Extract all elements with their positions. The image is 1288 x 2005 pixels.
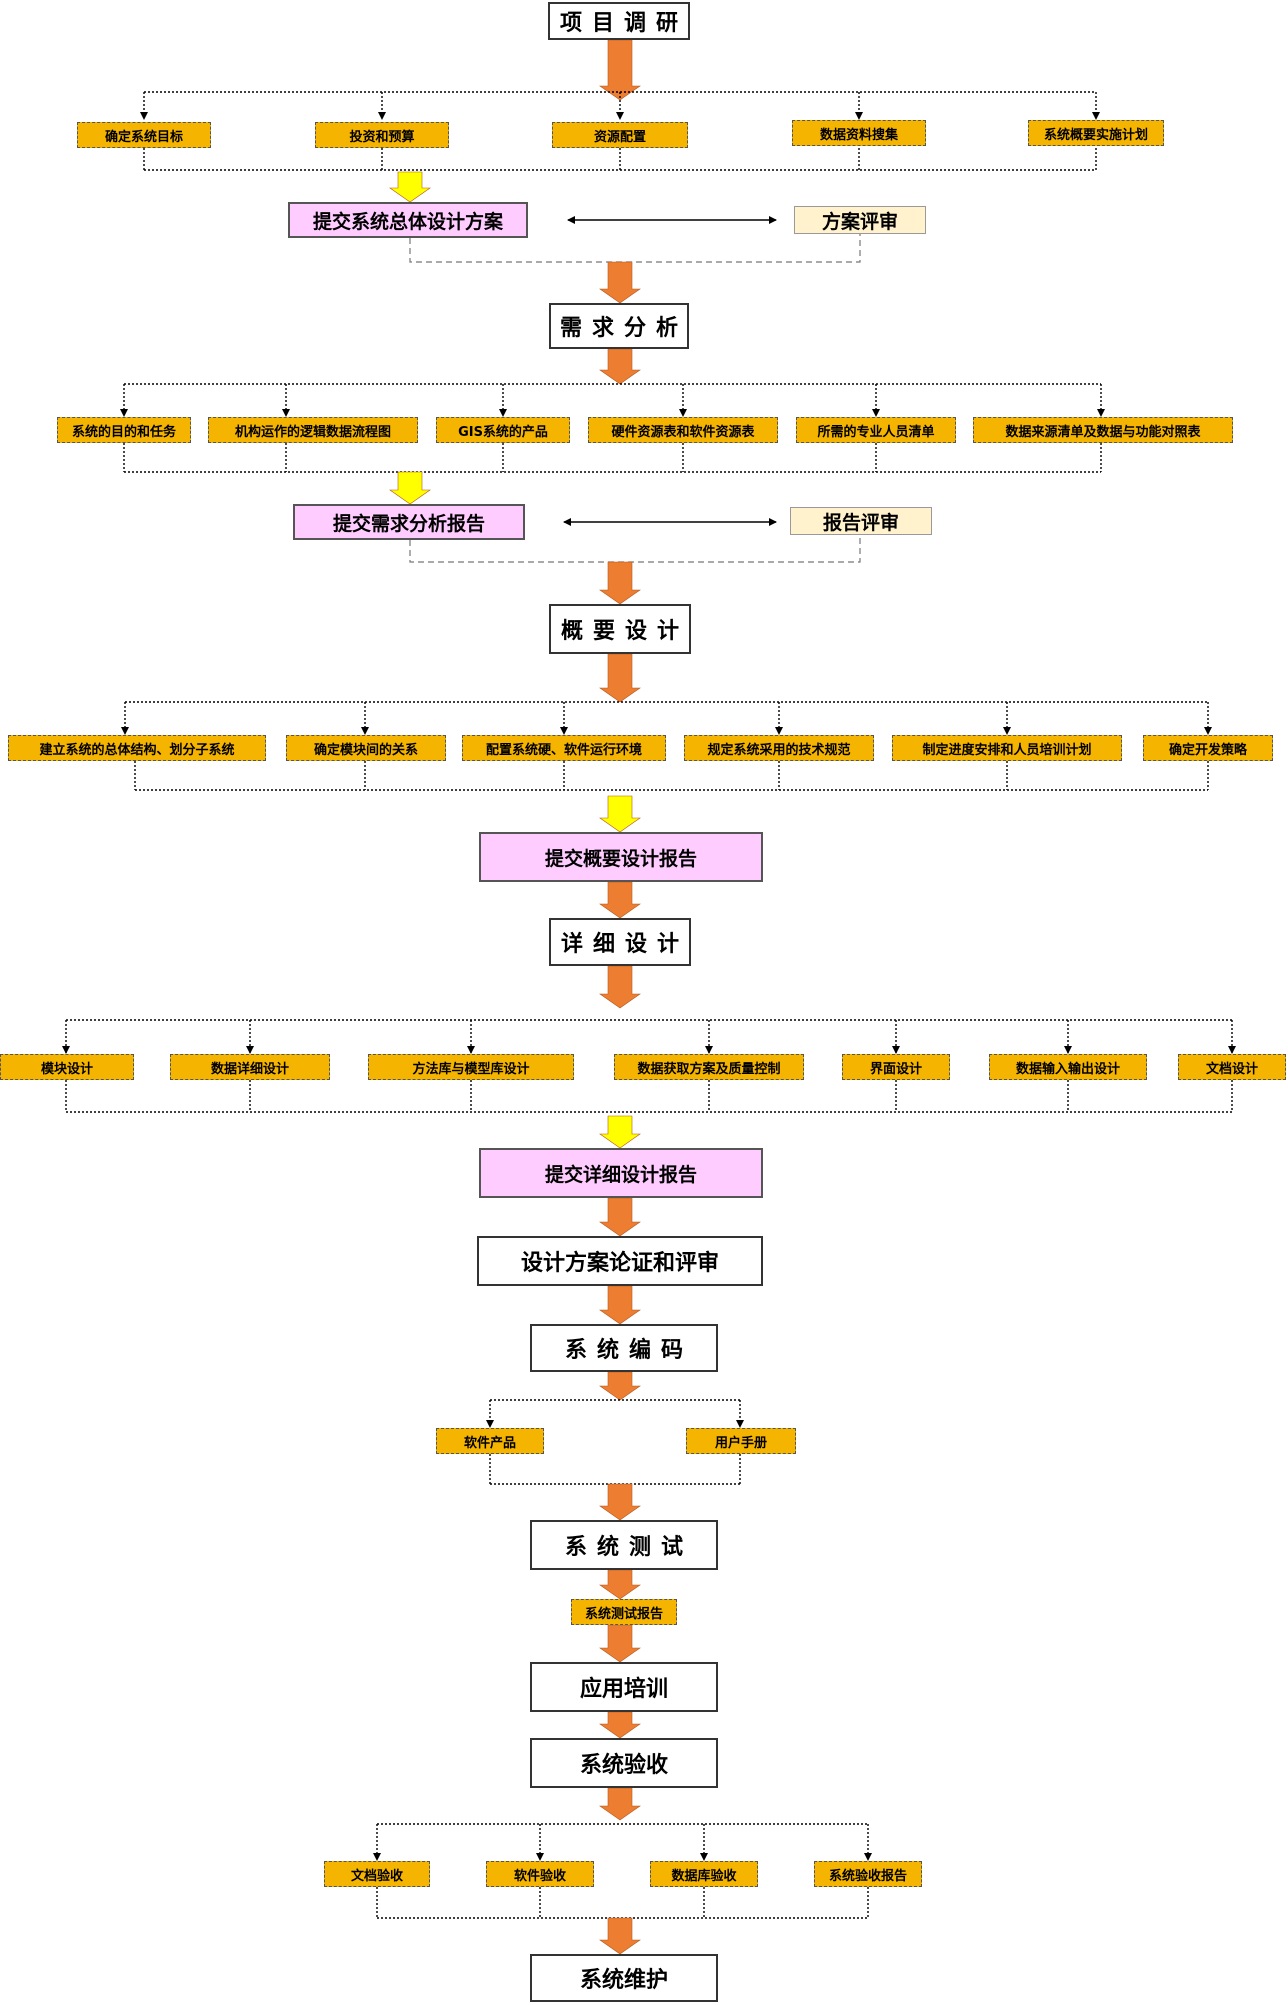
outline-item: 配置系统硬、软件运行环境	[462, 735, 666, 761]
acceptance-item: 软件验收	[486, 1861, 594, 1887]
submit-requirement-report: 提交需求分析报告	[293, 504, 525, 540]
acceptance-item: 系统验收报告	[814, 1861, 922, 1887]
report-review: 报告评审	[790, 507, 932, 535]
coding-item: 软件产品	[436, 1428, 544, 1454]
stage-outline-design: 概要设计	[549, 604, 691, 654]
outline-item: 确定开发策略	[1143, 735, 1273, 761]
main-arrow	[599, 653, 641, 703]
review-feedback	[409, 234, 861, 263]
submit-arrow	[599, 795, 641, 833]
main-arrow	[599, 348, 641, 385]
main-arrow	[599, 39, 641, 101]
stage-training: 应用培训	[530, 1662, 718, 1712]
submit-arrow	[389, 171, 431, 203]
main-arrow	[599, 881, 641, 919]
detailed-item: 数据详细设计	[170, 1054, 330, 1080]
submit-outline-report: 提交概要设计报告	[479, 832, 763, 882]
requirement-item: 系统的目的和任务	[57, 417, 191, 443]
detailed-item: 数据输入输出设计	[989, 1054, 1147, 1080]
main-arrow	[599, 561, 641, 605]
stage-testing: 系统测试	[530, 1520, 718, 1570]
test-report: 系统测试报告	[571, 1599, 677, 1625]
outline-item: 规定系统采用的技术规范	[684, 735, 874, 761]
requirement-item: 硬件资源表和软件资源表	[588, 417, 778, 443]
requirement-item: GIS系统的产品	[436, 417, 570, 443]
stage-detailed-design: 详细设计	[549, 918, 691, 966]
research-item: 资源配置	[552, 122, 688, 148]
acceptance-item: 数据库验收	[650, 1861, 758, 1887]
research-item: 数据资料搜集	[792, 120, 926, 146]
requirement-item: 所需的专业人员清单	[796, 417, 956, 443]
coding-item: 用户手册	[686, 1428, 796, 1454]
submit-arrow	[389, 471, 431, 505]
main-arrow	[599, 261, 641, 304]
outline-item: 建立系统的总体结构、划分子系统	[8, 735, 266, 761]
main-arrow	[599, 1569, 641, 1600]
detailed-item: 文档设计	[1178, 1054, 1286, 1080]
main-arrow	[599, 1787, 641, 1821]
detailed-item: 界面设计	[842, 1054, 950, 1080]
main-arrow	[599, 1197, 641, 1237]
main-arrow	[599, 1285, 641, 1325]
detailed-item: 数据获取方案及质量控制	[614, 1054, 804, 1080]
outline-item: 制定进度安排和人员培训计划	[892, 735, 1122, 761]
research-item: 系统概要实施计划	[1028, 120, 1164, 146]
outline-item: 确定模块间的关系	[286, 735, 446, 761]
detailed-item: 模块设计	[0, 1054, 134, 1080]
main-arrow	[599, 1917, 641, 1955]
submit-overall-plan: 提交系统总体设计方案	[288, 202, 528, 238]
requirement-item: 数据来源清单及数据与功能对照表	[973, 417, 1233, 443]
plan-review: 方案评审	[794, 206, 926, 234]
stage-design-review: 设计方案论证和评审	[477, 1236, 763, 1286]
stage-research: 项目调研	[548, 2, 690, 40]
stage-requirements: 需求分析	[549, 303, 689, 349]
stage-maintenance: 系统维护	[530, 1954, 718, 2002]
main-arrow	[599, 1711, 641, 1739]
submit-detailed-report: 提交详细设计报告	[479, 1148, 763, 1198]
main-arrow	[599, 1624, 641, 1663]
stage-acceptance: 系统验收	[530, 1738, 718, 1788]
acceptance-item: 文档验收	[324, 1861, 430, 1887]
review-feedback	[409, 535, 861, 563]
main-arrow	[599, 1483, 641, 1521]
main-arrow	[599, 965, 641, 1009]
requirement-item: 机构运作的逻辑数据流程图	[208, 417, 418, 443]
research-item: 投资和预算	[315, 122, 449, 148]
submit-arrow	[599, 1115, 641, 1149]
detailed-item: 方法库与模型库设计	[368, 1054, 574, 1080]
research-item: 确定系统目标	[77, 122, 211, 148]
stage-coding: 系统编码	[530, 1324, 718, 1372]
main-arrow	[599, 1371, 641, 1401]
